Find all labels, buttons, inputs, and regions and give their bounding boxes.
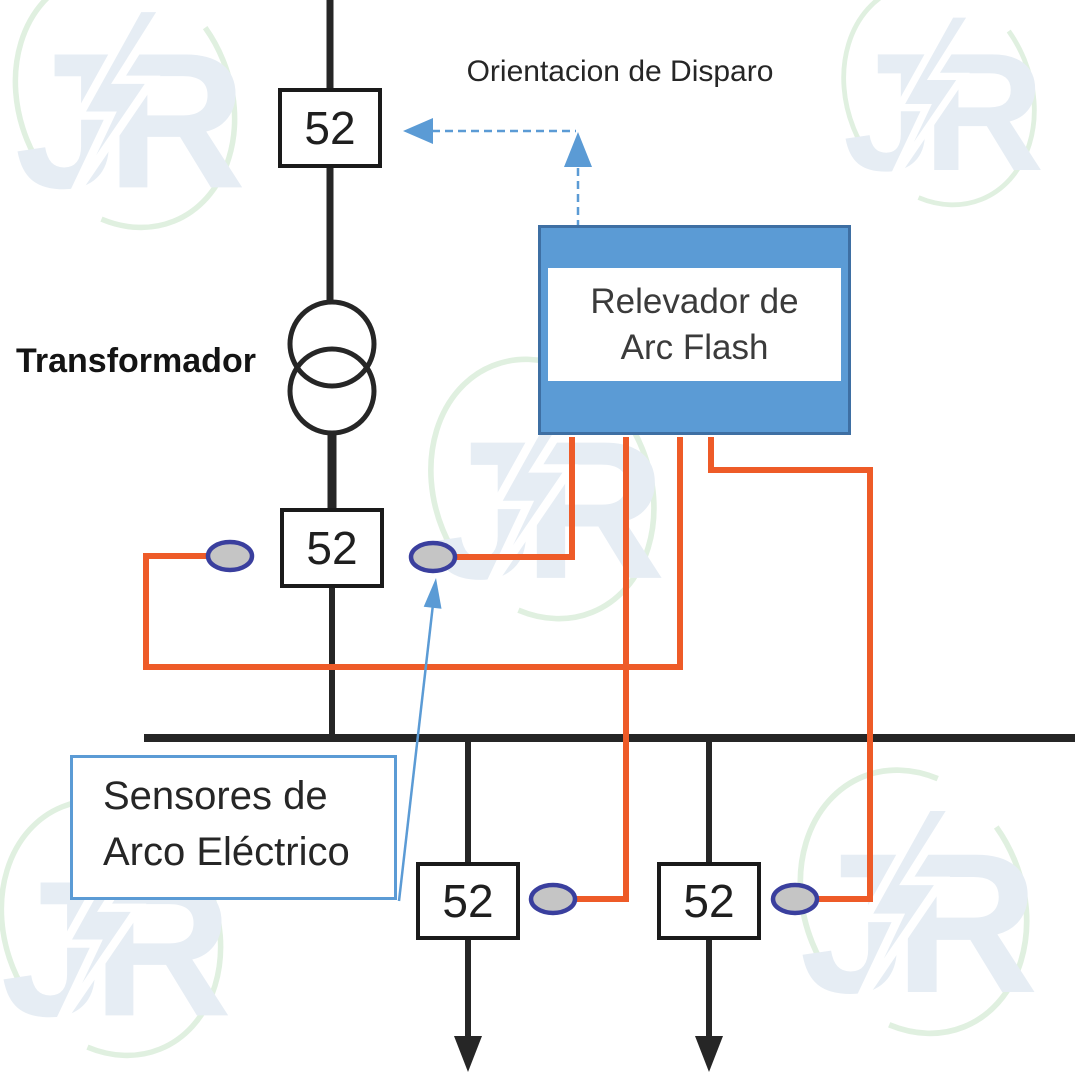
breaker-52-incomer: 52 — [278, 88, 382, 168]
breaker-label: 52 — [304, 102, 356, 154]
annotation-layer — [397, 118, 592, 902]
breaker-52-main: 52 — [280, 508, 384, 588]
feeder-right-arrowhead — [695, 1036, 723, 1072]
fiber-sensor-3 — [573, 437, 629, 902]
arc-flash-relay-box: Relevador de Arc Flash — [538, 225, 851, 435]
relay-label-line1: Relevador de — [590, 281, 799, 321]
arc-flash-relay-label: Relevador de Arc Flash — [548, 268, 841, 381]
power-circuit-layer — [144, 0, 1075, 1072]
sensor-callout-arrowhead — [423, 578, 442, 609]
fiber-sensor-4 — [708, 437, 873, 902]
arc-sensor-layer — [205, 539, 820, 916]
feeder-left-arrowhead — [454, 1036, 482, 1072]
trip-arrowhead-left — [403, 118, 433, 144]
fiber-sensor-2 — [452, 437, 575, 560]
breaker-label: 52 — [306, 522, 358, 574]
sensor-label-line2: Arco Eléctrico — [103, 830, 350, 874]
sensor-callout-line — [397, 605, 435, 902]
trip-arrowhead-up — [564, 132, 592, 167]
arc-sensor-3 — [528, 882, 578, 916]
transformer-secondary-winding — [287, 346, 377, 436]
breaker-52-feeder-right: 52 — [657, 862, 761, 940]
transformer-primary-winding — [287, 299, 377, 389]
sensor-fiber-layer — [143, 437, 873, 902]
transformer-label: Transformador — [16, 342, 256, 380]
jr-watermark-top-right — [811, 0, 1067, 234]
arc-sensor-callout-box: Sensores de Arco Eléctrico — [70, 755, 397, 900]
breaker-label: 52 — [442, 875, 494, 927]
relay-label-line2: Arc Flash — [620, 327, 769, 367]
trip-orientation-label: Orientacion de Disparo — [466, 55, 774, 88]
arc-sensor-4 — [770, 882, 820, 916]
fiber-sensor-1 — [143, 437, 683, 670]
breaker-52-feeder-left: 52 — [416, 862, 520, 940]
breaker-label: 52 — [683, 875, 735, 927]
jr-watermark-top-left — [0, 0, 272, 261]
sensor-label-line1: Sensores de — [103, 774, 328, 818]
arc-sensor-1 — [205, 539, 255, 573]
arc-sensor-2 — [408, 540, 458, 574]
